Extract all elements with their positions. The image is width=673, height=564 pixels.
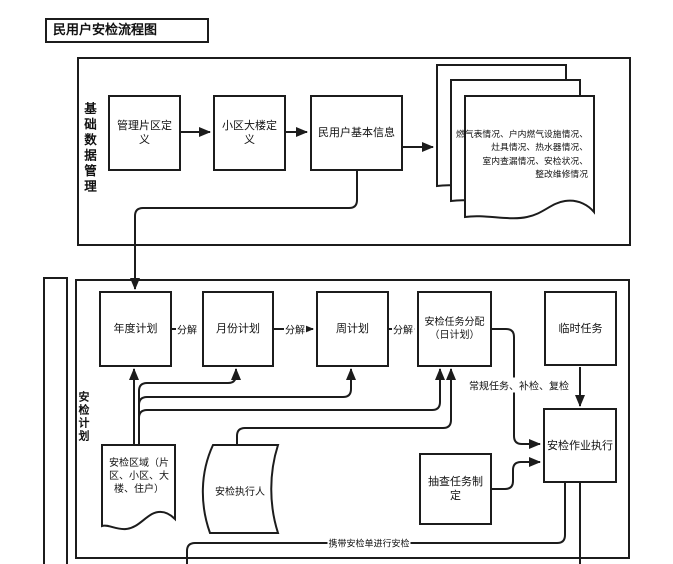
arrow-inspector-to-assign (236, 368, 456, 445)
edge-label-decompose-2: 分解 (284, 321, 306, 337)
arrow-spotcheck-to-exec (492, 457, 541, 490)
section-basic-data (77, 57, 631, 246)
box-weekly-plan: 周计划 (316, 291, 389, 367)
document-stack-line: 整改维修情况 (535, 169, 588, 180)
diagram-title: 民用户安检流程图 (45, 18, 209, 43)
arrow-area-to-assign (138, 368, 445, 445)
document-stack-line: 灶具情况、热水器情况、 (491, 143, 588, 154)
box-area-definition: 管理片区定义 (108, 95, 181, 171)
edge-label-carry-sheet: 携带安检单进行安检 (327, 536, 411, 550)
arrow-userinfo-to-annualplan (130, 171, 358, 290)
document-stack-page-front (464, 95, 595, 220)
document-stack-line: 室内查漏情况、安检状况、 (482, 156, 588, 167)
section-basic-data-label: 基础数据管理 (82, 102, 97, 195)
inspector-shape (201, 444, 280, 534)
section-inspection-plan-label: 安检计划 (77, 391, 90, 443)
arrow-area-to-weekly (138, 368, 356, 445)
box-temporary-task: 临时任务 (544, 291, 617, 366)
left-lane (43, 277, 68, 564)
box-task-assignment: 安检任务分配（日计划） (417, 291, 492, 367)
document-stack-text: 燃气表情况、户内燃气设施情况、 灶具情况、热水器情况、 室内查漏情况、安检状况、… (455, 129, 588, 182)
box-spot-check-task: 抽查任务制定 (419, 453, 492, 525)
box-annual-plan: 年度计划 (99, 291, 172, 367)
document-stack-line: 燃气表情况、户内燃气设施情况、 (456, 130, 588, 140)
inspection-area-document (101, 444, 176, 531)
box-building-definition: 小区大楼定义 (213, 95, 286, 171)
inspection-area-text: 安检区域（片区、小区、大楼、住户） (109, 458, 169, 495)
box-monthly-plan: 月份计划 (202, 291, 274, 367)
box-inspection-execution: 安检作业执行 (543, 408, 617, 483)
arrow-area-to-monthly (138, 368, 241, 445)
edge-label-decompose-1: 分解 (176, 321, 198, 337)
box-user-basic-info: 民用户基本信息 (310, 95, 403, 171)
inspector-text: 安检执行人 (215, 487, 265, 498)
edge-label-regular-tasks: 常规任务、补检、复检 (468, 377, 570, 393)
section-inspection-plan (75, 279, 630, 559)
edge-label-decompose-3: 分解 (392, 321, 414, 337)
